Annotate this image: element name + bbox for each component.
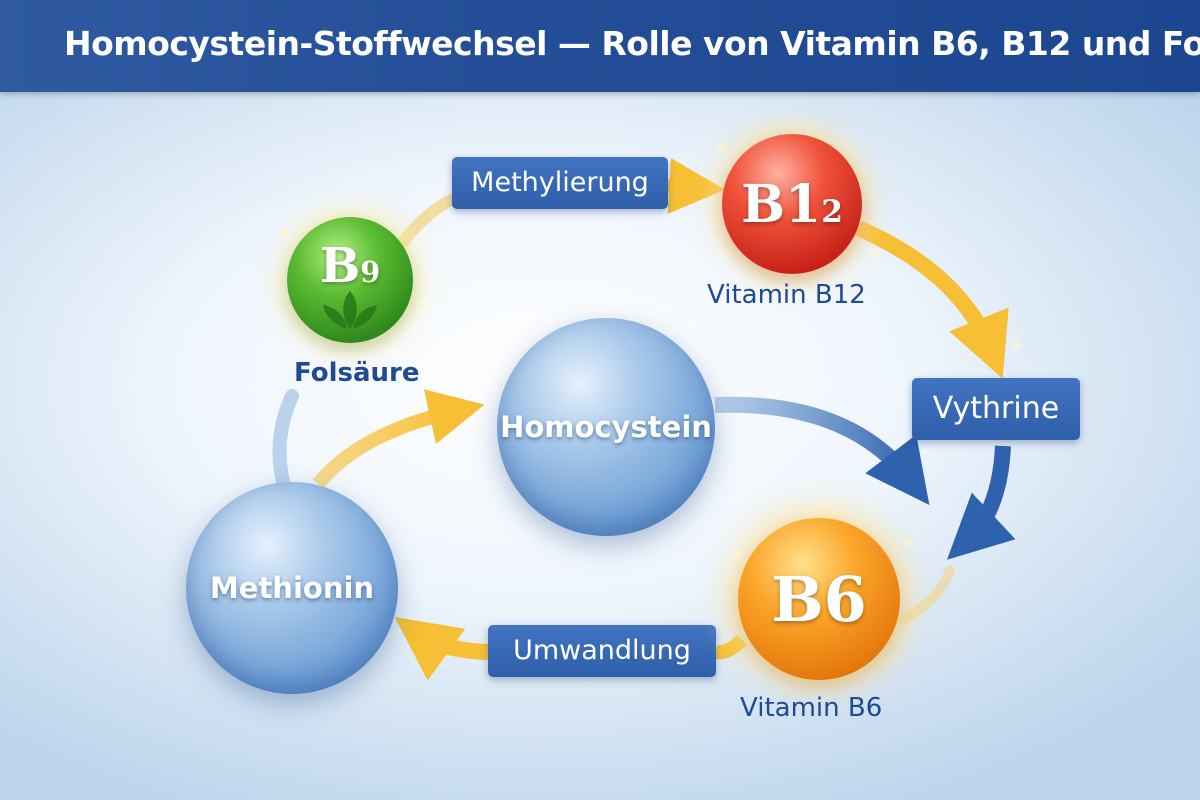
sparkle-icon: ✦ [902, 536, 914, 552]
arrow-b6-to-umwandlung [714, 634, 747, 660]
vitamin-b12-symbol: B12 [741, 173, 843, 235]
sparkle-icon: ✦ [1010, 338, 1022, 354]
folsaeure-caption: Folsäure [294, 358, 420, 388]
vitamin-b12-sphere: B12 [722, 134, 862, 274]
vitamin-b6-symbol: B6 [771, 562, 867, 636]
methionin-label: Methionin [209, 571, 375, 605]
sparkle-icon: ✦ [416, 300, 428, 316]
arrow-b9-to-methylierung [392, 192, 461, 254]
sparkle-icon: ✦ [278, 226, 290, 242]
arrow-homocystein-to-b6 [714, 396, 930, 505]
methylierung-label: Methylierung [452, 157, 668, 209]
sparkle-icon: ✦ [716, 140, 728, 156]
vythrine-label: Vythrine [912, 378, 1080, 440]
arrow-b6-faint-tail [897, 565, 955, 625]
arrow-methylierung-to-b12 [667, 158, 726, 215]
vitamin-b12-caption: Vitamin B12 [707, 280, 866, 310]
vitamin-b6-sphere: B6 [738, 518, 900, 680]
arrow-methionin-to-homocystein [312, 389, 485, 489]
title-bar: Homocystein-Stoffwechsel — Rolle von Vit… [0, 0, 1200, 92]
arrow-b12-to-vythrine [854, 220, 1009, 379]
sparkle-icon: ✦ [868, 246, 880, 262]
umwandlung-label: Umwandlung [488, 625, 716, 677]
sparkle-icon: ✦ [730, 548, 742, 564]
methionin-sphere: Methionin [186, 482, 398, 694]
page-title: Homocystein-Stoffwechsel — Rolle von Vit… [64, 24, 1200, 63]
vitamin-b6-caption: Vitamin B6 [740, 693, 883, 723]
leaves-icon [323, 291, 377, 329]
homocystein-label: Homocystein [500, 410, 712, 444]
arrow-methionin-to-folsaeure [272, 389, 299, 493]
arrow-umwandlung-to-methionin [394, 617, 489, 681]
vitamin-b9-sphere: B9 [287, 217, 413, 343]
homocystein-sphere: Homocystein [497, 318, 715, 536]
vitamin-b9-symbol: B9 [319, 238, 381, 294]
arrow-vythrine-to-b6 [946, 445, 1016, 560]
